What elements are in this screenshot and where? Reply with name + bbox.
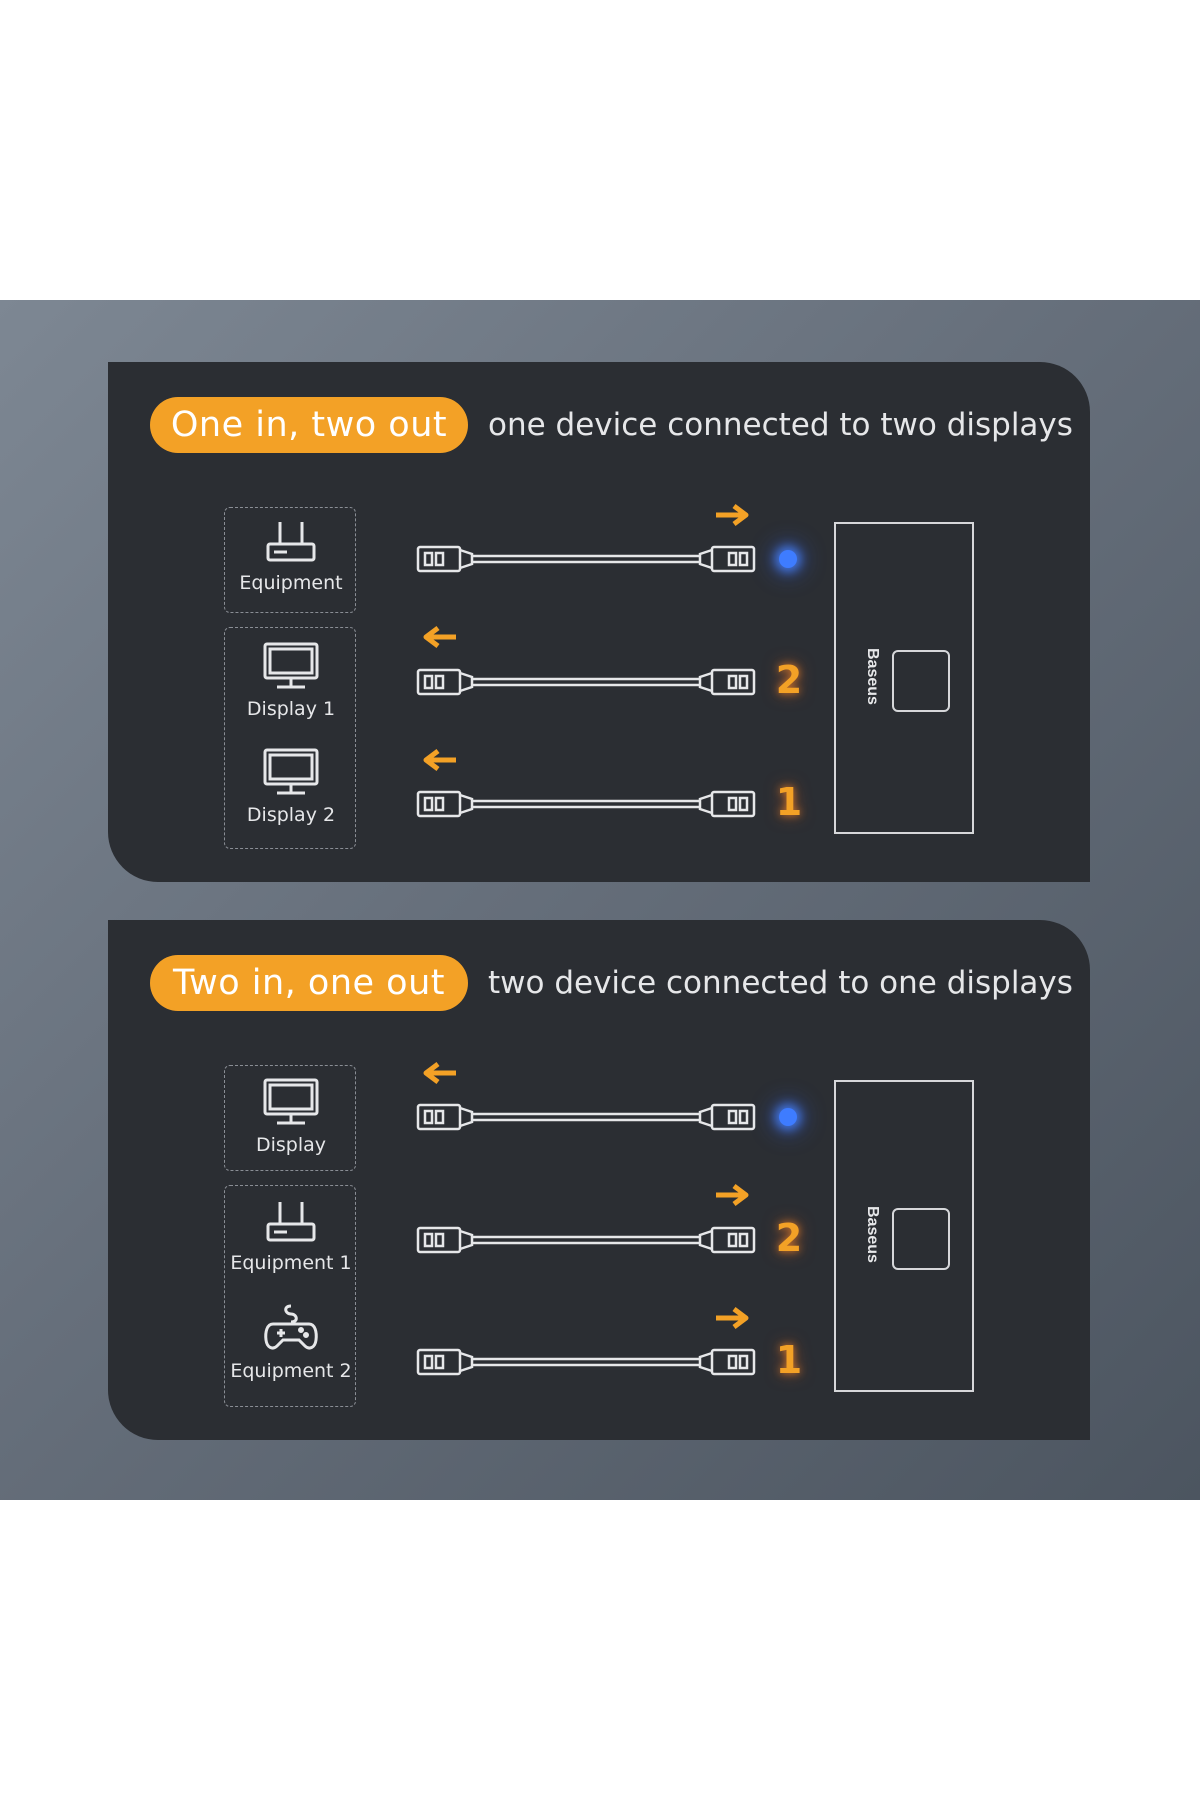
device-label: Display 2 xyxy=(246,804,336,826)
port-number: 2 xyxy=(775,658,803,702)
hdmi-switch-device: Baseus xyxy=(834,522,974,834)
device-display: Display xyxy=(225,1076,357,1156)
monitor-icon xyxy=(263,1078,319,1125)
arrow-right-icon xyxy=(716,1307,749,1329)
device-equipment: Equipment xyxy=(225,518,357,594)
arrow-left-icon xyxy=(423,749,456,771)
section-subtitle: one device connected to two displays xyxy=(488,407,1073,443)
router-icon xyxy=(266,1202,316,1242)
port-number: 1 xyxy=(775,780,803,824)
device-box-input: Equipment xyxy=(224,507,356,613)
device-label: Equipment 2 xyxy=(230,1360,352,1382)
device-label: Equipment 1 xyxy=(230,1252,352,1274)
section-badge: One in, two out xyxy=(150,397,468,453)
switch-button xyxy=(892,650,950,712)
hdmi-cable-icon xyxy=(416,668,756,696)
router-icon xyxy=(266,522,316,562)
device-label: Display xyxy=(255,1134,327,1156)
brand-label: Baseus xyxy=(864,1206,881,1263)
monitor-icon xyxy=(263,642,319,689)
hdmi-cable-icon xyxy=(416,1103,756,1131)
arrow-right-icon xyxy=(716,504,749,526)
device-equipment-2: Equipment 2 xyxy=(225,1302,357,1382)
device-display-1: Display 1 xyxy=(225,640,357,720)
arrow-right-icon xyxy=(716,1184,749,1206)
device-box-output: Display xyxy=(224,1065,356,1171)
hdmi-cable-icon xyxy=(416,1348,756,1376)
port-number: 2 xyxy=(775,1216,803,1260)
arrow-left-icon xyxy=(423,1062,456,1084)
hdmi-cable-icon xyxy=(416,1226,756,1254)
brand-label: Baseus xyxy=(864,648,881,705)
hdmi-cable-icon xyxy=(416,790,756,818)
section-subtitle: two device connected to one displays xyxy=(488,965,1073,1001)
gamepad-icon xyxy=(264,1304,318,1350)
status-led xyxy=(779,1108,797,1126)
section-badge: Two in, one out xyxy=(150,955,468,1011)
monitor-icon xyxy=(263,748,319,795)
device-box-inputs: Equipment 1 Equipment 2 xyxy=(224,1185,356,1407)
device-label: Display 1 xyxy=(246,698,336,720)
device-box-outputs: Display 1 Display 2 xyxy=(224,627,356,849)
infographic-background: One in, two out one device connected to … xyxy=(0,300,1200,1500)
device-display-2: Display 2 xyxy=(225,746,357,826)
section-one-in-two-out: One in, two out one device connected to … xyxy=(108,362,1090,882)
section-two-in-one-out: Two in, one out two device connected to … xyxy=(108,920,1090,1440)
switch-button xyxy=(892,1208,950,1270)
port-number: 1 xyxy=(775,1338,803,1382)
hdmi-cable-icon xyxy=(416,545,756,573)
device-equipment-1: Equipment 1 xyxy=(225,1198,357,1274)
hdmi-switch-device: Baseus xyxy=(834,1080,974,1392)
status-led xyxy=(779,550,797,568)
device-label: Equipment xyxy=(239,572,343,594)
arrow-left-icon xyxy=(423,626,456,648)
